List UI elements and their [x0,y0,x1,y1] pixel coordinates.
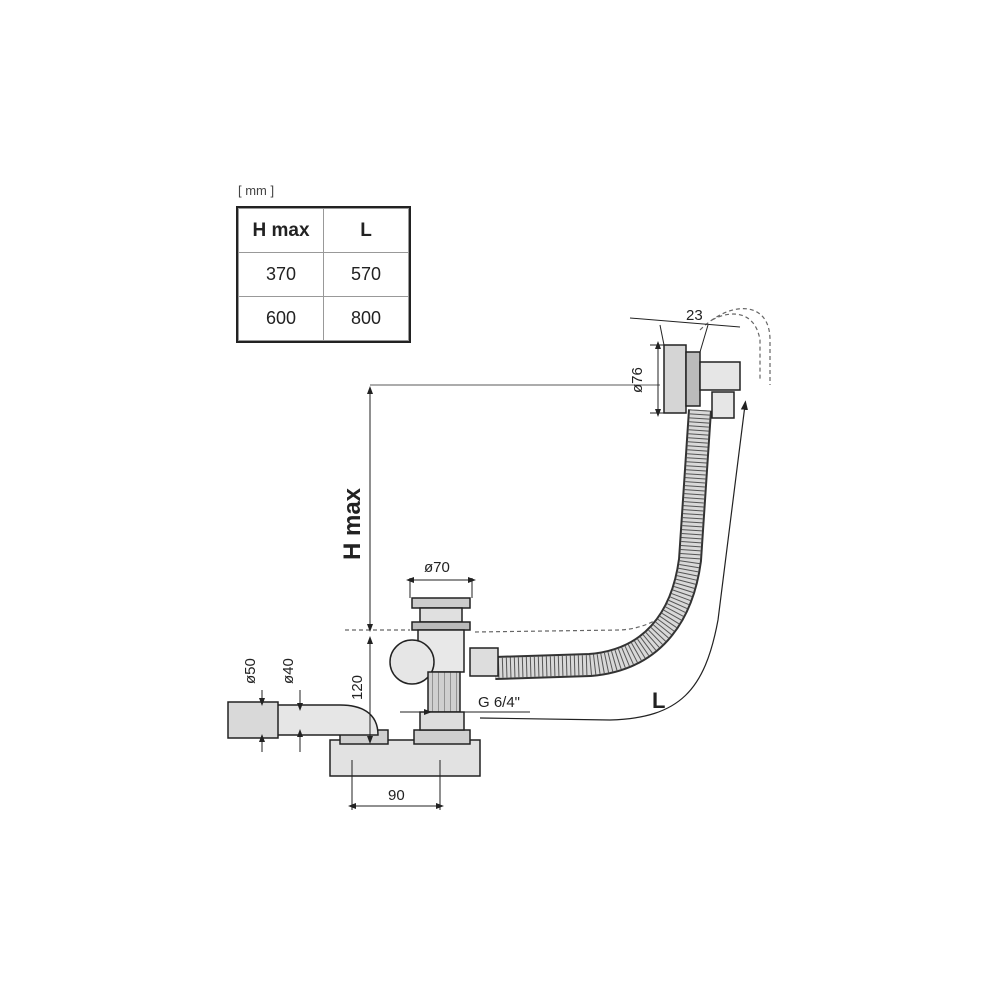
table-cell: 600 [238,296,324,341]
drain-diameter-label: ø70 [424,559,450,576]
height-label: H max [339,487,366,560]
dimension-length: L [479,400,748,721]
dimension-drain-diameter: ø70 [406,559,476,598]
dimension-trap-width: 90 [348,760,444,810]
pipe-outer-label: ø50 [242,658,259,684]
table-row: 600 800 [238,296,409,341]
trap-width-label: 90 [388,787,405,804]
dimension-overflow-diameter: ø76 [629,341,664,417]
length-label: L [652,688,665,713]
units-label: [ mm ] [238,183,275,198]
table-cell: 570 [323,252,409,297]
table-header-row: H max L [238,208,409,253]
dimension-table: H max L 370 570 600 800 [236,206,411,343]
table-row: 370 570 [238,252,409,297]
table-cell: 800 [323,296,409,341]
thread-label: G 6/4" [478,694,520,711]
table-header-l: L [323,208,409,253]
trap-body [227,701,481,777]
table-cell: 370 [238,252,324,297]
dimension-trap-height: 120 [349,636,373,744]
dimension-height: H max [339,384,660,632]
trap-height-label: 120 [349,675,366,700]
flexible-hose [494,409,712,680]
table-header-hmax: H max [238,208,324,253]
overflow-diameter-label: ø76 [629,367,646,393]
dimension-thread: G 6/4" [400,694,530,715]
overflow-head [663,344,741,419]
drain-plug [389,597,499,713]
pipe-inner-label: ø40 [280,658,297,684]
overflow-width-label: 23 [686,307,703,324]
dimension-pipe-diameters: ø50 ø40 [242,658,303,752]
dimension-overflow-width: 23 [629,307,741,353]
